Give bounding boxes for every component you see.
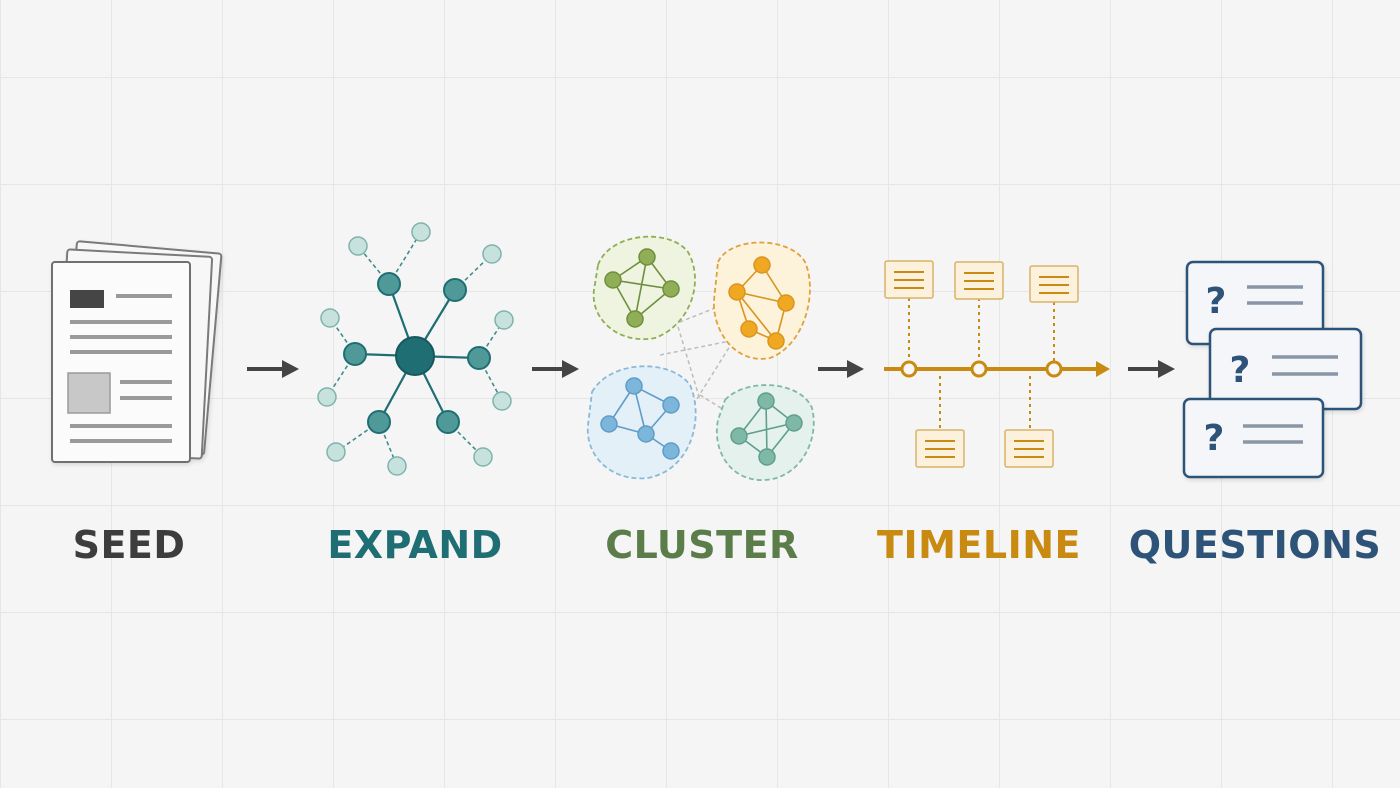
document-stack-icon [51, 240, 223, 463]
question-mark-icon: ? [1204, 418, 1225, 459]
question-mark-icon: ? [1206, 281, 1227, 322]
stage-label-cluster: CLUSTER [605, 523, 799, 567]
timeline-icon [884, 260, 1110, 468]
graph-clusters-icon [586, 235, 815, 481]
arrow-expand-cluster-icon [532, 360, 579, 378]
stage-label-expand: EXPAND [327, 523, 503, 567]
arrow-timeline-questions-icon [1128, 360, 1175, 378]
stage-label-questions: QUESTIONS [1128, 523, 1382, 567]
arrow-cluster-timeline-icon [818, 360, 864, 378]
stage-label-timeline: TIMELINE [877, 523, 1081, 567]
arrow-seed-expand-icon [247, 360, 299, 378]
network-graph-icon [317, 222, 514, 476]
stage-label-seed: SEED [72, 523, 186, 567]
question-mark-icon: ? [1230, 350, 1251, 391]
question-cards-icon: ? ? ? [1182, 260, 1363, 479]
